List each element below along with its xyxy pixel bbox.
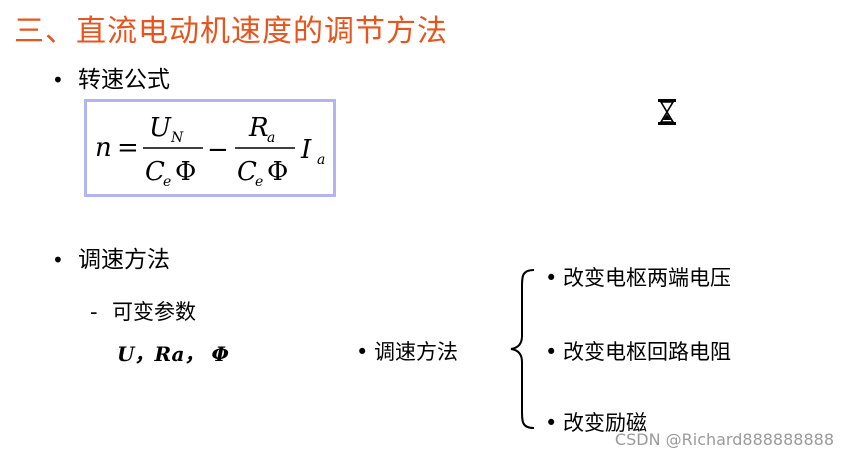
method-dot: • xyxy=(356,340,369,364)
formula-den1-phi: Φ xyxy=(175,157,196,187)
option-dot: • xyxy=(545,266,558,290)
option-dot: • xyxy=(545,411,558,435)
sub-item-variable-params: -可变参数 xyxy=(90,296,196,326)
formula-den2-sub: e xyxy=(255,174,263,190)
formula-lhs: n xyxy=(95,133,112,163)
formula-num1: U xyxy=(149,113,172,143)
formula-current: I xyxy=(300,135,312,165)
option-label: 改变电枢回路电阻 xyxy=(563,340,731,364)
formula-num2-sub: a xyxy=(267,130,275,146)
bullet-label: 转速公式 xyxy=(78,67,170,93)
formula-num1-sub: N xyxy=(170,130,184,146)
method-label: •调速方法 xyxy=(356,336,458,366)
watermark: CSDN @Richard888888888 xyxy=(614,430,834,449)
formula-minus: − xyxy=(207,135,229,165)
sub-label: 可变参数 xyxy=(112,300,196,324)
option-dot: • xyxy=(545,340,558,364)
option-item: •改变励磁 xyxy=(545,407,647,437)
speed-formula-box: n = U N C e Φ − R a C e Φ I a xyxy=(84,99,336,197)
bullet-speed-methods: • 调速方法 xyxy=(52,240,170,274)
option-label: 改变励磁 xyxy=(563,411,647,435)
slide-title: 三、直流电动机速度的调节方法 xyxy=(14,14,448,49)
formula-num2: R xyxy=(248,113,269,143)
formula-den2-phi: Φ xyxy=(267,157,288,187)
formula-current-sub: a xyxy=(317,152,325,168)
formula-den2-c: C xyxy=(237,157,257,187)
bullet-dot: • xyxy=(52,68,64,92)
speed-formula: n = U N C e Φ − R a C e Φ I a xyxy=(95,113,325,190)
option-label: 改变电枢两端电压 xyxy=(563,266,731,290)
bullet-label: 调速方法 xyxy=(78,247,170,273)
formula-den1-c: C xyxy=(145,157,165,187)
method-text: 调速方法 xyxy=(374,340,458,364)
option-item: •改变电枢两端电压 xyxy=(545,262,731,292)
bullet-dot: • xyxy=(52,248,64,272)
variable-params: U，Ra， Φ xyxy=(117,342,229,366)
hourglass-icon xyxy=(658,99,676,125)
left-curly-brace xyxy=(510,269,535,429)
sub-dash: - xyxy=(90,300,98,324)
option-item: •改变电枢回路电阻 xyxy=(545,336,731,366)
formula-equals: = xyxy=(117,133,139,163)
bullet-speed-formula: • 转速公式 xyxy=(52,60,170,94)
formula-den1-sub: e xyxy=(163,174,171,190)
